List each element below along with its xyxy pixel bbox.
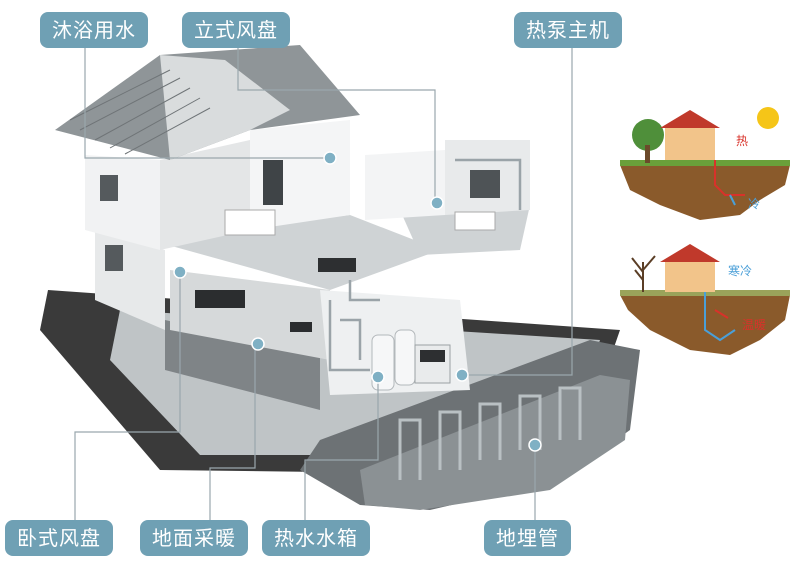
label-heat-pump-unit: 热泵主机 <box>514 12 622 48</box>
leader-bath <box>84 48 330 159</box>
winter-pipe-warm <box>714 309 729 319</box>
leader-horizontal-fan <box>74 272 181 520</box>
ground-pipe-loops <box>398 386 582 480</box>
utility-pipes <box>328 158 522 372</box>
window-lower <box>105 245 123 271</box>
lower-wall-stone <box>165 320 320 410</box>
summer-grass <box>620 160 790 166</box>
tv <box>290 322 312 332</box>
bed-right <box>454 211 496 231</box>
leader-floor-heating <box>209 344 256 520</box>
leader-lines <box>74 48 573 520</box>
label-bath-water: 沐浴用水 <box>40 12 148 48</box>
summer-tree <box>632 119 664 151</box>
winter-house-roof <box>660 244 720 262</box>
summer-house-roof <box>660 110 720 128</box>
inset-winter <box>620 244 790 355</box>
dot-horizontal-fan <box>173 265 187 279</box>
summer-pipe-cold <box>729 194 736 206</box>
underground-block-face <box>360 375 630 510</box>
inset-summer <box>620 107 790 220</box>
summer-pipe <box>714 160 745 196</box>
label-ground-pipe: 地埋管 <box>484 520 571 556</box>
roof-gable <box>160 55 290 160</box>
dot-vertical-fan <box>430 196 444 210</box>
dot-bath <box>323 151 337 165</box>
label-floor-heating: 地面采暖 <box>140 520 248 556</box>
label-hot-water-tank: 热水水箱 <box>262 520 370 556</box>
window-right <box>470 170 500 198</box>
summer-cold-text: 冷 <box>748 197 761 211</box>
winter-pipe <box>704 292 736 342</box>
water-tank-2 <box>394 329 416 386</box>
window-upper <box>100 175 118 201</box>
bed-upper <box>224 209 276 236</box>
dot-water-tank <box>371 370 385 384</box>
winter-warm-text: 温暖 <box>742 318 767 332</box>
winter-cold-text: 寒冷 <box>728 264 753 278</box>
right-room-wall <box>365 150 445 220</box>
roof-tiles <box>69 69 211 155</box>
winter-tree <box>631 255 656 292</box>
summer-heat-text: 热 <box>736 134 749 148</box>
sofa <box>195 290 245 308</box>
leader-water-tank <box>304 377 379 520</box>
leader-heat-pump <box>465 48 573 376</box>
sun-icon <box>757 107 779 129</box>
marker-dots <box>173 151 542 452</box>
winter-house <box>665 262 715 292</box>
summer-house <box>665 128 715 160</box>
fan-coil-unit <box>318 258 356 272</box>
summer-soil <box>620 165 790 220</box>
dot-floor-heating <box>251 337 265 351</box>
summer-trunk <box>645 145 650 163</box>
label-horizontal-fan-coil: 卧式风盘 <box>5 520 113 556</box>
leader-vertical-fan <box>237 48 436 200</box>
dot-ground-pipe <box>528 438 542 452</box>
heat-pump-fan <box>420 350 445 362</box>
door <box>263 160 283 205</box>
dot-heat-pump <box>455 368 469 382</box>
label-vertical-fan-coil: 立式风盘 <box>182 12 290 48</box>
